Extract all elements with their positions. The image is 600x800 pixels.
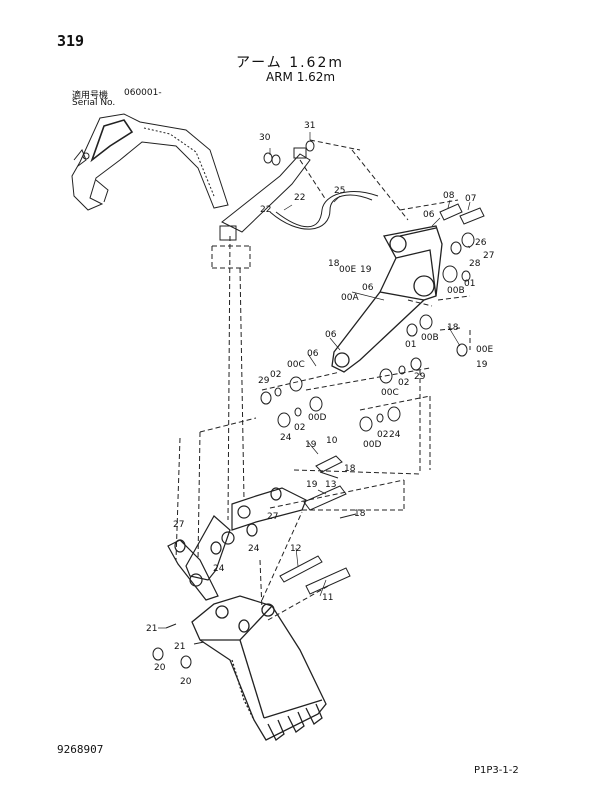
callout-27a: 27 — [483, 251, 494, 261]
callout-00Eb: 00E — [476, 345, 493, 355]
callout-08: 08 — [443, 191, 455, 201]
callout-20b: 20 — [180, 677, 192, 687]
callout-06b: 06 — [362, 283, 374, 293]
title-english: ARM 1.62m — [266, 70, 336, 84]
page-code: P1P3-1-2 — [474, 765, 519, 776]
callout-30: 30 — [259, 133, 271, 143]
callout-24d: 24 — [213, 564, 225, 574]
hydraulic-hose — [269, 194, 373, 230]
callout-20a: 20 — [154, 663, 166, 673]
callout-24a: 24 — [280, 433, 292, 443]
callout-28: 28 — [469, 259, 481, 269]
callout-labels: 30 31 22 22 25 08 07 06 26 27 28 18 00E … — [146, 121, 494, 687]
callout-22a: 22 — [294, 193, 305, 203]
callout-31: 31 — [304, 121, 315, 131]
callout-29b: 29 — [414, 372, 426, 382]
callout-00Bb: 00B — [421, 333, 439, 343]
callout-24b: 24 — [389, 430, 401, 440]
retaining-rings — [152, 623, 205, 669]
link-pins — [303, 455, 357, 519]
alignment-lines — [175, 139, 471, 621]
callout-00Ca: 00C — [287, 360, 305, 370]
callout-00Da: 00D — [308, 413, 326, 423]
callout-01a: 01 — [464, 279, 475, 289]
callout-18d: 18 — [354, 509, 366, 519]
callout-22b: 22 — [260, 205, 271, 215]
callout-19c: 19 — [305, 440, 317, 450]
callout-12: 12 — [290, 544, 301, 554]
callout-25: 25 — [334, 186, 345, 196]
link-bracket — [221, 153, 311, 233]
bucket — [191, 595, 327, 741]
callout-07: 07 — [465, 194, 476, 204]
machine-thumbnail — [71, 113, 229, 211]
callout-26: 26 — [475, 238, 487, 248]
callout-19a: 19 — [360, 265, 372, 275]
callout-19d: 19 — [306, 480, 318, 490]
bushing-top — [219, 225, 237, 241]
page-number: 319 — [57, 32, 85, 50]
arm-body — [331, 225, 443, 373]
bushings-left — [260, 376, 323, 428]
callout-00Ba: 00B — [447, 286, 465, 296]
serial-label-english: Serial No. — [72, 98, 116, 108]
callout-13: 13 — [325, 480, 336, 490]
callout-00Db: 00D — [363, 440, 381, 450]
callout-06d: 06 — [307, 349, 319, 359]
serial-label-japanese: 適用号機 — [72, 91, 109, 101]
title-japanese: アーム 1.62m — [236, 55, 344, 71]
callout-06a: 06 — [423, 210, 435, 220]
callout-01b: 01 — [405, 340, 416, 350]
callout-00Cb: 00C — [381, 388, 399, 398]
callout-21b: 21 — [174, 642, 185, 652]
callout-11: 11 — [322, 593, 333, 603]
small-parts-top — [263, 140, 315, 166]
callout-02c: 02 — [294, 423, 305, 433]
callout-10: 10 — [326, 436, 338, 446]
pin-group-top — [439, 203, 485, 283]
callout-29a: 29 — [258, 376, 270, 386]
document-id: 9268907 — [57, 743, 104, 756]
callout-02b: 02 — [398, 378, 409, 388]
callout-02d: 02 — [377, 430, 388, 440]
bucket-pins — [279, 555, 351, 595]
callout-18b: 18 — [447, 323, 459, 333]
callout-00Ea: 00E — [339, 265, 356, 275]
callout-27c: 27 — [267, 512, 278, 522]
callout-21a: 21 — [146, 624, 157, 634]
serial-value: 060001- — [124, 88, 162, 98]
bucket-link — [167, 487, 307, 601]
callout-18a: 18 — [328, 259, 340, 269]
callout-24c: 24 — [248, 544, 260, 554]
callout-19b: 19 — [476, 360, 488, 370]
callout-18c: 18 — [344, 464, 356, 474]
callout-27b: 27 — [173, 520, 184, 530]
leader-lines — [158, 132, 471, 629]
callout-00A: 00A — [341, 293, 359, 303]
bushings-right — [359, 314, 468, 432]
callout-06c: 06 — [325, 330, 337, 340]
callout-02a: 02 — [270, 370, 281, 380]
